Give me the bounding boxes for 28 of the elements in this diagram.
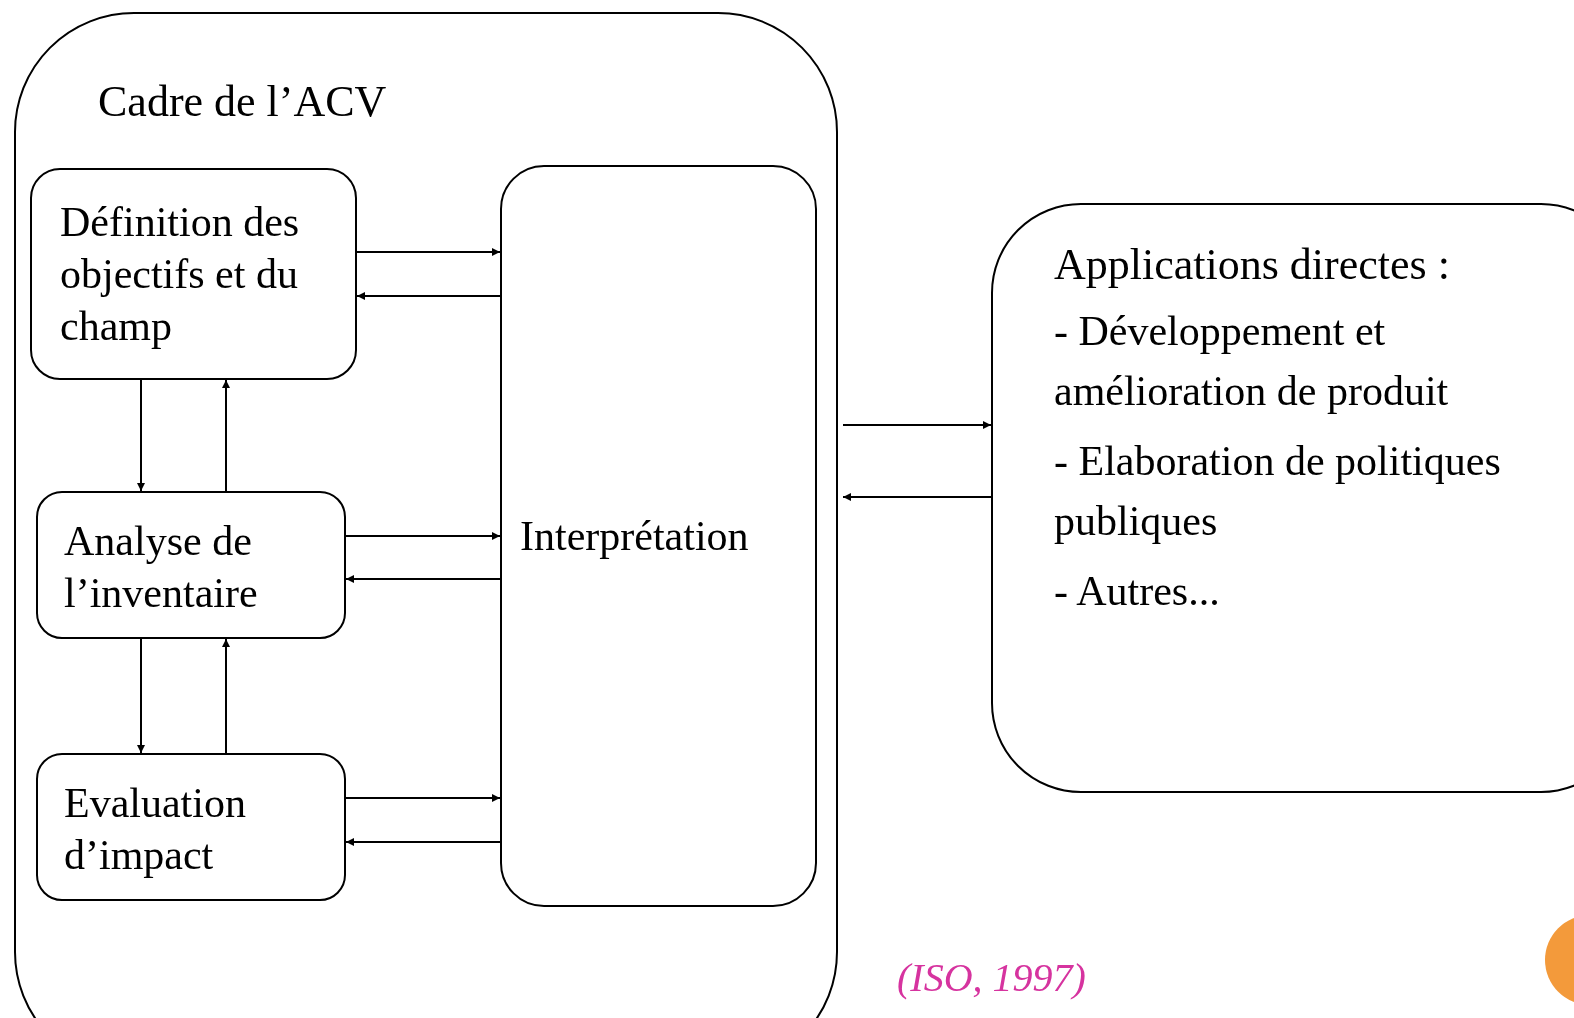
process-box bbox=[36, 491, 346, 639]
arrow bbox=[356, 292, 501, 300]
arrow bbox=[137, 379, 145, 492]
node-label: Interprétation bbox=[520, 512, 750, 561]
arrow bbox=[222, 379, 230, 492]
node-label: Analyse de l’inventaire bbox=[64, 517, 259, 618]
arrow bbox=[345, 794, 501, 802]
arrow bbox=[137, 638, 145, 754]
citation-caption: (ISO, 1997) bbox=[897, 954, 1086, 1001]
list-item: - Elaboration de politiques publiques bbox=[1054, 437, 1502, 546]
list-item: - Développement et amélioration de produit bbox=[1054, 307, 1450, 416]
node-label: Applications directes : bbox=[1054, 239, 1450, 291]
node-label: Evaluation d’impact bbox=[64, 779, 247, 880]
node-label: Définition des objectifs et du champ bbox=[60, 198, 301, 351]
arrow bbox=[222, 638, 230, 754]
process-box bbox=[991, 203, 1574, 793]
arrow bbox=[345, 838, 501, 846]
arrow bbox=[842, 421, 992, 429]
framework-panel bbox=[14, 12, 838, 1018]
list-item: - Autres... bbox=[1054, 567, 1221, 616]
arrow bbox=[345, 575, 501, 583]
process-box bbox=[30, 168, 357, 380]
arrow bbox=[345, 532, 501, 540]
process-box bbox=[36, 753, 346, 901]
process-box bbox=[500, 165, 817, 907]
frame-title: Cadre de l’ACV bbox=[98, 76, 387, 128]
arrow bbox=[356, 248, 501, 256]
arrow bbox=[842, 493, 992, 501]
